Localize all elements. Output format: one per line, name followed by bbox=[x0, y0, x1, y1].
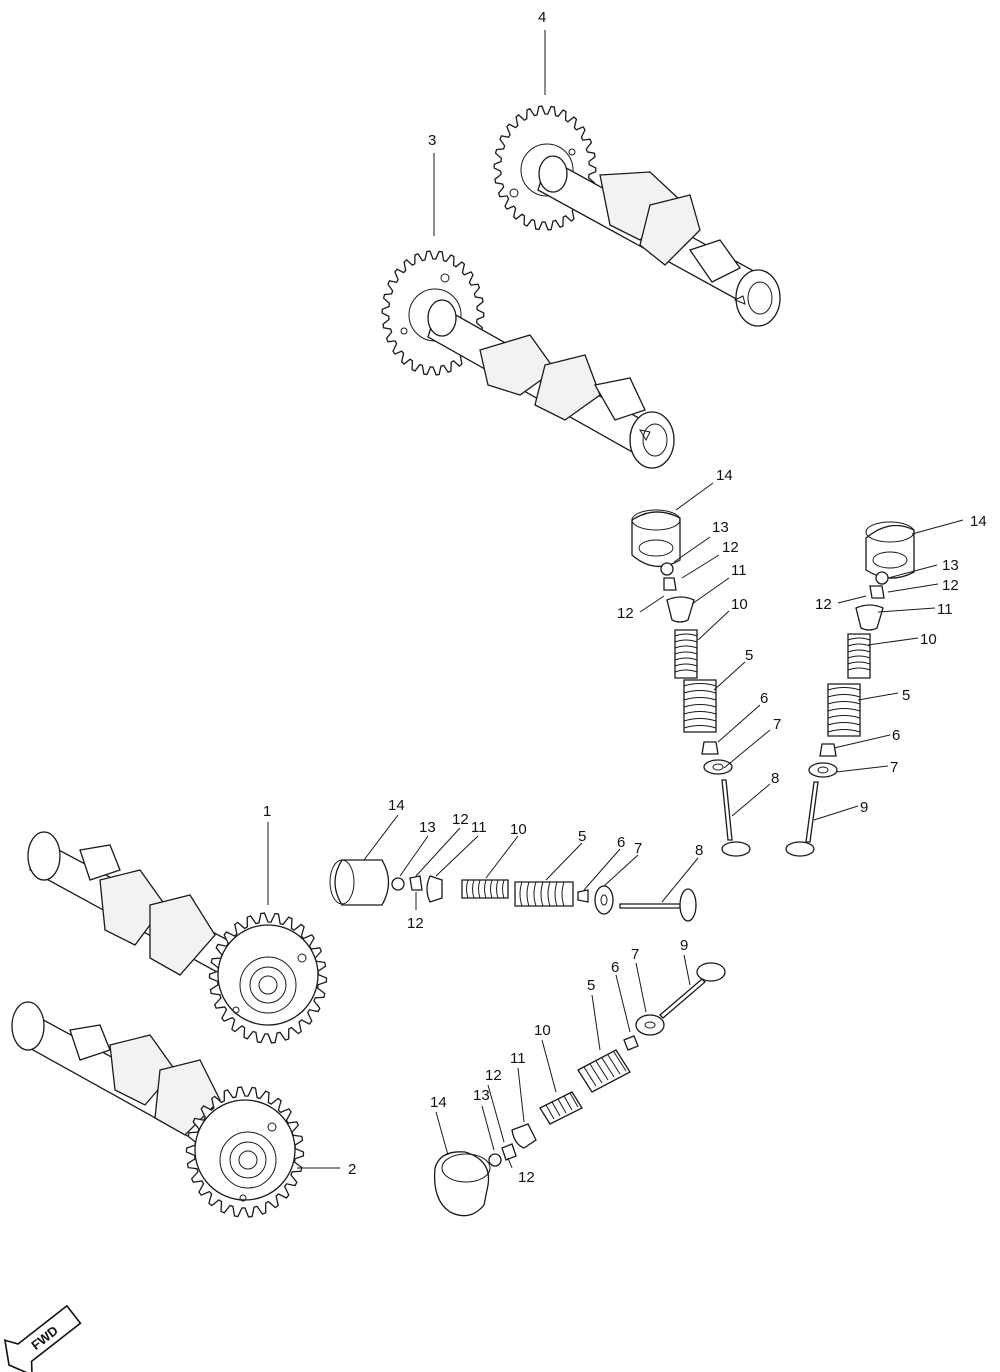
callout-5: 5 bbox=[902, 687, 910, 704]
forward-arrow-icon bbox=[3, 1304, 82, 1372]
inner-valve-spring bbox=[461, 879, 509, 899]
callout-6: 6 bbox=[892, 727, 900, 744]
callout-7: 7 bbox=[634, 840, 642, 857]
spring-seat bbox=[808, 762, 838, 778]
callout-5: 5 bbox=[587, 977, 595, 994]
callout-10: 10 bbox=[920, 631, 937, 648]
callout-11: 11 bbox=[471, 819, 487, 836]
callout-10: 10 bbox=[534, 1022, 551, 1039]
valve-cotter bbox=[663, 577, 677, 591]
tappet-bucket bbox=[433, 1151, 490, 1217]
callout-13: 13 bbox=[419, 819, 436, 836]
camshaft-4 bbox=[493, 105, 781, 327]
valve bbox=[721, 779, 733, 841]
callout-12: 12 bbox=[722, 539, 739, 556]
leader-lines bbox=[267, 30, 964, 1169]
callout-10: 10 bbox=[731, 596, 748, 613]
callout-6: 6 bbox=[617, 834, 625, 851]
valve-stem-seal bbox=[701, 741, 719, 755]
valve-train-lower bbox=[433, 962, 726, 1217]
shim bbox=[488, 1153, 502, 1167]
valve-stem-seal bbox=[819, 743, 837, 757]
callout-6: 6 bbox=[760, 690, 768, 707]
callout-12: 12 bbox=[942, 577, 959, 594]
callout-7: 7 bbox=[773, 716, 781, 733]
valve-cotter bbox=[501, 1143, 517, 1161]
valve-stem-seal bbox=[577, 889, 589, 903]
outer-valve-spring bbox=[514, 881, 574, 907]
callout-9: 9 bbox=[680, 937, 688, 954]
callout-10: 10 bbox=[510, 821, 527, 838]
callout-12: 12 bbox=[407, 915, 424, 932]
inner-valve-spring bbox=[847, 633, 871, 679]
shim bbox=[875, 571, 889, 585]
callout-13: 13 bbox=[942, 557, 959, 574]
callout-labels: 4 3 14 13 12 12 11 10 5 6 7 8 14 13 12 1… bbox=[263, 9, 987, 1186]
outer-valve-spring bbox=[827, 683, 861, 737]
valve bbox=[805, 781, 819, 843]
inner-valve-spring bbox=[674, 629, 698, 679]
spring-seat bbox=[594, 885, 614, 915]
tappet-bucket bbox=[631, 511, 681, 567]
callout-8: 8 bbox=[771, 770, 779, 787]
camshaft-2 bbox=[11, 1001, 305, 1218]
fwd-direction-badge: FWD bbox=[3, 1304, 82, 1372]
callout-14: 14 bbox=[388, 797, 405, 814]
callout-4: 4 bbox=[538, 9, 546, 26]
valve-train-upper-left bbox=[631, 509, 751, 857]
valve bbox=[619, 903, 681, 909]
shim bbox=[660, 562, 674, 576]
callout-14: 14 bbox=[716, 467, 733, 484]
shim bbox=[391, 877, 405, 891]
callout-5: 5 bbox=[745, 647, 753, 664]
callout-11: 11 bbox=[937, 601, 953, 618]
inner-valve-spring bbox=[539, 1091, 583, 1125]
callout-5: 5 bbox=[578, 828, 586, 845]
callout-9: 9 bbox=[860, 799, 868, 816]
callout-12: 12 bbox=[485, 1067, 502, 1084]
callout-3: 3 bbox=[428, 132, 436, 149]
valve-retainer bbox=[666, 596, 695, 623]
callout-12: 12 bbox=[452, 811, 469, 828]
callout-11: 11 bbox=[731, 562, 747, 579]
callout-12: 12 bbox=[815, 596, 832, 613]
spring-seat bbox=[635, 1014, 665, 1036]
tappet-bucket bbox=[334, 859, 390, 906]
callout-6: 6 bbox=[611, 959, 619, 976]
callout-13: 13 bbox=[473, 1087, 490, 1104]
valve-retainer bbox=[855, 604, 884, 631]
callout-13: 13 bbox=[712, 519, 729, 536]
callout-8: 8 bbox=[695, 842, 703, 859]
callout-12: 12 bbox=[518, 1169, 535, 1186]
callout-14: 14 bbox=[430, 1094, 447, 1111]
valve-train-middle bbox=[329, 859, 697, 922]
valve-cotter bbox=[869, 585, 885, 599]
camshaft-1 bbox=[27, 831, 328, 1044]
valve-cotter bbox=[409, 875, 423, 891]
valve-train-upper-right bbox=[785, 521, 915, 857]
outer-valve-spring bbox=[577, 1049, 631, 1093]
camshaft-3 bbox=[381, 250, 675, 469]
spring-seat bbox=[703, 759, 733, 775]
callout-1: 1 bbox=[263, 803, 271, 820]
valve-retainer bbox=[426, 875, 443, 903]
callout-7: 7 bbox=[631, 946, 639, 963]
outer-valve-spring bbox=[683, 679, 717, 733]
callout-12: 12 bbox=[617, 605, 634, 622]
callout-7: 7 bbox=[890, 759, 898, 776]
valve-stem-seal bbox=[623, 1035, 639, 1051]
callout-2: 2 bbox=[348, 1161, 356, 1178]
callout-14: 14 bbox=[970, 513, 987, 530]
valve-retainer bbox=[511, 1123, 537, 1149]
valve bbox=[659, 978, 706, 1019]
callout-11: 11 bbox=[510, 1050, 526, 1067]
